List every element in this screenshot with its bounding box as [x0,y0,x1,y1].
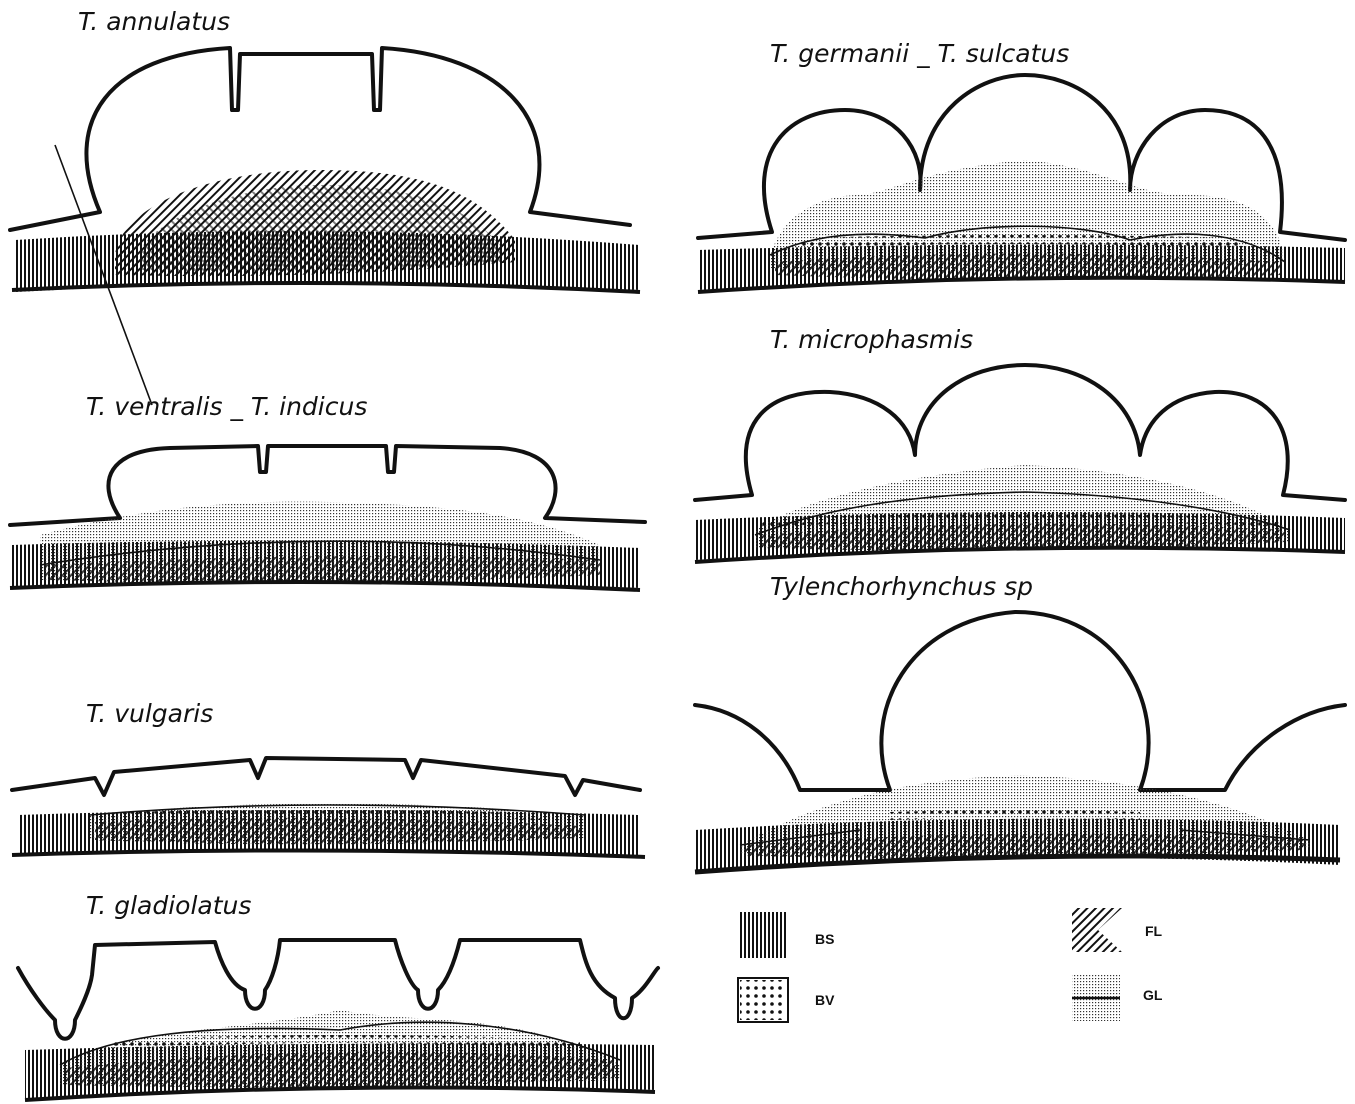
panel-vulgaris: T. vulgaris [12,699,645,857]
legend-item-bv: BV [738,978,835,1022]
legend-gl-label: GL [1143,987,1163,1003]
legend-bs-label: BS [815,931,834,947]
panel-microphasmis: T. microphasmis [695,325,1345,562]
vulgaris-cuticle-outline [12,758,640,795]
panel-tylenchorhynchus: Tylenchorhynchus sp [695,572,1345,872]
panel-germanii: T. germanii _ T. sulcatus [698,39,1345,292]
panel-ventralis-label: T. ventralis _ T. indicus [86,392,367,421]
legend-bv-swatch [740,980,786,1020]
panel-annulatus: T. annulatus [10,7,640,405]
legend-bv-label: BV [815,992,835,1008]
legend-fl-label: FL [1145,923,1163,939]
panel-vulgaris-label: T. vulgaris [86,699,213,728]
legend-item-fl: FL [1072,908,1163,952]
legend-item-bs: BS [738,912,834,958]
legend: BS BV FL GL [738,908,1163,1022]
legend-bs-swatch [738,912,786,958]
panel-ventralis: T. ventralis _ T. indicus [10,392,645,590]
panel-microphasmis-label: T. microphasmis [770,325,973,354]
panel-germanii-label: T. germanii _ T. sulcatus [770,39,1069,68]
panel-tylenchorhynchus-label: Tylenchorhynchus sp [770,572,1033,601]
panel-annulatus-label: T. annulatus [78,7,230,36]
tylenchorhynchus-cuticle-outline [695,612,1345,790]
legend-item-gl: GL [1072,975,1163,1021]
legend-fl-swatch [1072,908,1122,952]
panel-gladiolatus: T. gladiolatus [18,891,658,1100]
panel-gladiolatus-label: T. gladiolatus [86,891,251,920]
